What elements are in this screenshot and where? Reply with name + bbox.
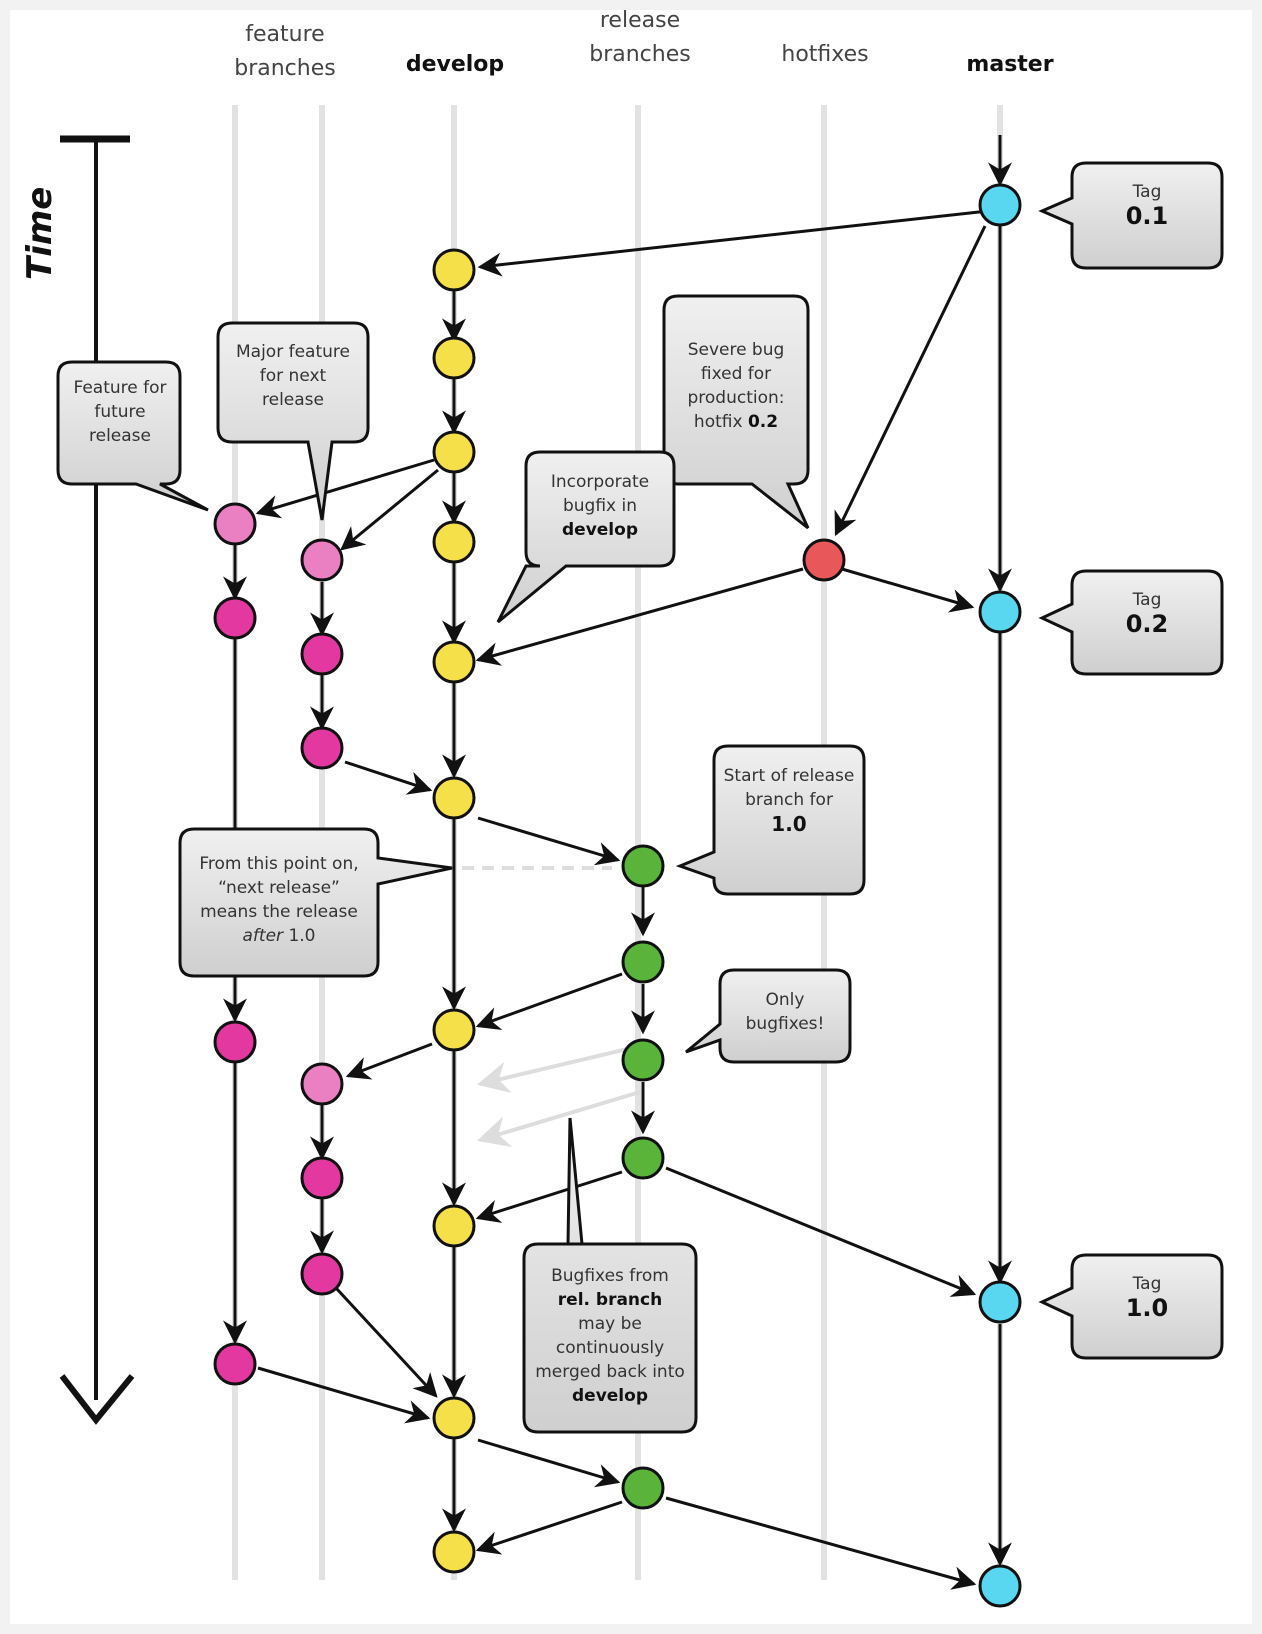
feature-commit — [213, 502, 257, 546]
feature-commit — [213, 1020, 257, 1064]
bugfixes-rel-bubble — [522, 1117, 698, 1434]
time-label: Time — [20, 186, 60, 280]
from-point-bubble — [178, 827, 453, 978]
develop-commit — [432, 776, 476, 820]
major-feature-text: Major feature for next release — [236, 342, 350, 410]
tag-1-0-bubble — [1038, 1253, 1224, 1360]
incorporate-bubble — [496, 450, 676, 624]
lane-title-feature: feature branches — [234, 22, 336, 81]
develop-commit — [432, 336, 476, 380]
from-point-text: From this point on, “next release” means… — [199, 854, 359, 946]
develop-commit — [432, 520, 476, 564]
master-commit-0-2 — [978, 590, 1022, 634]
callout-shapes — [56, 161, 1224, 1434]
only-bugfixes-bubble — [685, 968, 852, 1064]
lane-title-hotfixes: hotfixes — [781, 42, 869, 67]
feature-future-bubble — [56, 360, 209, 512]
develop-commit — [432, 1396, 476, 1440]
feature-commit — [300, 726, 344, 770]
start-release-bubble — [675, 744, 866, 896]
develop-commit — [432, 1204, 476, 1248]
feature-commit — [300, 1156, 344, 1200]
develop-commit — [432, 1530, 476, 1574]
feature-commit — [300, 1062, 344, 1106]
feature-commit — [213, 596, 257, 640]
release-commit — [621, 1466, 665, 1510]
lane-title-develop: develop — [405, 52, 505, 77]
release-commit — [621, 1136, 665, 1180]
master-commit-final — [978, 1564, 1022, 1608]
feature-commit — [300, 1252, 344, 1296]
faint-merge-arrows — [462, 866, 641, 1148]
lane-title-release: release branches — [589, 8, 691, 67]
branch-lines — [223, 135, 1012, 1590]
develop-commit — [432, 248, 476, 292]
lane-title-master: master — [966, 52, 1054, 77]
tag-0-2-bubble — [1038, 569, 1224, 676]
major-feature-bubble — [216, 321, 370, 521]
master-commit-1-0 — [978, 1280, 1022, 1324]
feature-future-text: Feature for future release — [73, 378, 167, 446]
severe-bug-bubble — [662, 294, 810, 530]
develop-commit — [432, 640, 476, 684]
release-commit — [621, 1038, 665, 1082]
release-commit — [621, 940, 665, 984]
master-commit-0-1 — [978, 183, 1022, 227]
only-bugfixes-text: Only bugfixes! — [745, 990, 825, 1034]
severe-bug-text: Severe bug fixed for production: hotfix … — [687, 340, 785, 432]
feature-commit — [213, 1342, 257, 1386]
feature-commit — [300, 538, 344, 582]
feature-commit — [300, 632, 344, 676]
commit-nodes — [213, 183, 1022, 1608]
develop-commit — [432, 430, 476, 474]
tag-0-1-bubble — [1038, 161, 1224, 270]
release-commit — [621, 844, 665, 888]
develop-commit — [432, 1008, 476, 1052]
hotfix-commit — [802, 538, 846, 582]
time-axis — [59, 135, 135, 1425]
